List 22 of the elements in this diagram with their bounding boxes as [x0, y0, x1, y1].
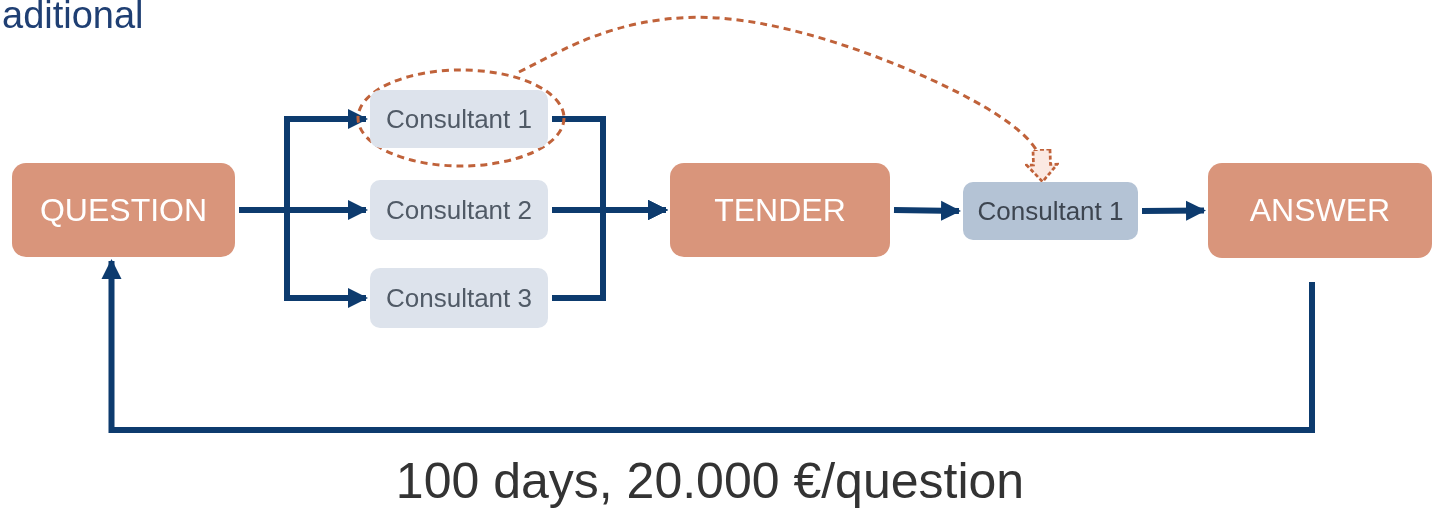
arrow [893, 200, 961, 221]
process-box [12, 163, 235, 257]
arrow [101, 259, 1315, 433]
arrow [1141, 200, 1206, 221]
arrow [552, 200, 668, 301]
consultant-box [370, 90, 548, 148]
box-label: TENDER [714, 191, 846, 229]
highlight-ellipse [356, 68, 566, 168]
box-label: Consultant 1 [386, 103, 532, 135]
duration-cost-note: 100 days, 20.000 €/question [394, 452, 1026, 510]
process-box [670, 163, 890, 257]
box-label: QUESTION [39, 191, 208, 229]
consultant-box [370, 180, 548, 240]
consultant-box [370, 268, 548, 328]
box-label: ANSWER [1249, 192, 1391, 229]
box-label: Consultant 2 [386, 194, 532, 226]
title: aditional [2, 0, 144, 37]
selected-consultant-box [963, 182, 1138, 240]
arrow [239, 207, 368, 308]
box-label: Consultant 1 [977, 195, 1124, 227]
process-box [1208, 163, 1432, 258]
box-label: Consultant 3 [386, 282, 532, 314]
